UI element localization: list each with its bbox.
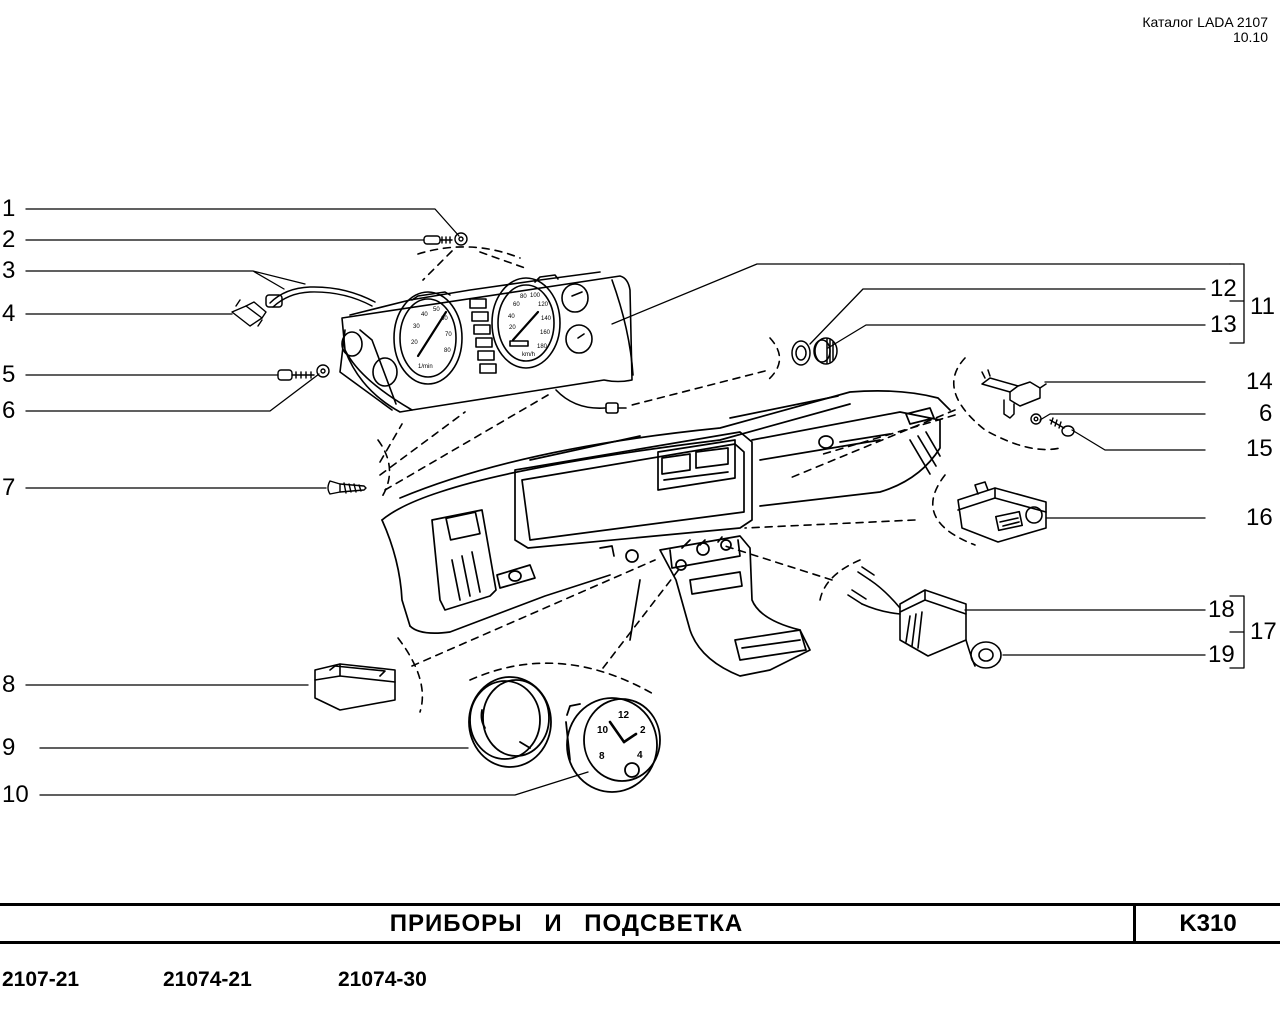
callout-8: 8 <box>2 671 16 698</box>
svg-text:180: 180 <box>537 344 548 350</box>
callout-13: 13 <box>1210 311 1237 338</box>
svg-text:80: 80 <box>444 348 451 354</box>
bulb-holder-part-4 <box>231 299 267 327</box>
callout-10: 10 <box>2 781 29 808</box>
callout-11: 11 <box>1250 293 1275 320</box>
callout-3: 3 <box>2 257 16 284</box>
callout-12: 12 <box>1210 275 1237 302</box>
leader-lines-left <box>25 208 589 796</box>
catalog-title: Каталог LADA 2107 <box>1142 14 1268 30</box>
svg-text:1/min: 1/min <box>418 364 433 370</box>
svg-text:60: 60 <box>513 302 520 308</box>
svg-text:120: 120 <box>538 302 549 308</box>
instrument-panel <box>381 390 951 677</box>
callout-6-right: 6 <box>1259 400 1273 427</box>
washer-part-6-right <box>1030 413 1042 425</box>
callout-18: 18 <box>1208 596 1235 623</box>
svg-text:km/h: km/h <box>522 352 535 358</box>
svg-text:70: 70 <box>445 332 452 338</box>
clock-part-10 <box>565 697 661 793</box>
svg-text:4: 4 <box>637 750 643 761</box>
assembly-arrows <box>377 246 1061 713</box>
screw-part-2 <box>423 235 453 245</box>
instrument-cluster-part-11 <box>339 271 634 414</box>
svg-text:100: 100 <box>530 293 541 299</box>
screw-part-5 <box>277 369 315 381</box>
clock-face-numbers: 12 2 4 8 10 <box>597 710 646 762</box>
callout-1: 1 <box>2 195 16 222</box>
svg-text:80: 80 <box>520 294 527 300</box>
knob-part-13 <box>813 337 838 365</box>
svg-text:20: 20 <box>411 340 418 346</box>
switch-part-16 <box>957 481 1047 543</box>
callout-4: 4 <box>2 300 16 327</box>
washer-part-1 <box>454 232 468 246</box>
screw-part-15 <box>1049 417 1075 437</box>
switch-part-14 <box>981 369 1047 419</box>
bushing-part-12 <box>791 340 811 366</box>
section-title: ПРИБОРЫ И ПОДСВЕТКА <box>389 910 744 937</box>
callout-6: 6 <box>2 397 16 424</box>
title-block: ПРИБОРЫ И ПОДСВЕТКА K310 <box>0 903 1280 944</box>
callout-15: 15 <box>1246 435 1273 462</box>
callout-9: 9 <box>2 734 16 761</box>
leader-lines-right <box>611 263 1245 669</box>
model-code-1: 2107-21 <box>2 968 80 991</box>
clock-bezel-part-9 <box>468 676 552 768</box>
callout-19: 19 <box>1208 641 1235 668</box>
cable-part-3 <box>265 286 376 308</box>
svg-text:50: 50 <box>433 307 440 313</box>
svg-text:8: 8 <box>599 751 605 762</box>
svg-text:40: 40 <box>508 314 515 320</box>
washer-part-6 <box>316 364 330 378</box>
callout-2: 2 <box>2 226 16 253</box>
svg-text:60: 60 <box>441 316 448 322</box>
callout-17: 17 <box>1250 618 1277 645</box>
model-code-3: 21074-30 <box>338 968 427 991</box>
model-code-2: 21074-21 <box>163 968 252 991</box>
catalog-revision: 10.10 <box>1232 29 1268 45</box>
svg-text:30: 30 <box>413 324 420 330</box>
callout-14: 14 <box>1246 368 1273 395</box>
svg-text:20: 20 <box>509 325 516 331</box>
callout-5: 5 <box>2 361 16 388</box>
svg-text:2: 2 <box>640 725 646 736</box>
screw-part-7 <box>327 480 367 495</box>
svg-text:140: 140 <box>541 316 552 322</box>
svg-text:12: 12 <box>618 710 630 721</box>
section-divider <box>1133 906 1136 941</box>
section-code: K310 <box>1179 910 1237 937</box>
callout-16: 16 <box>1246 504 1273 531</box>
callout-7: 7 <box>2 474 16 501</box>
cover-part-8 <box>314 663 396 711</box>
svg-text:10: 10 <box>597 725 609 736</box>
svg-text:160: 160 <box>540 330 551 336</box>
svg-text:40: 40 <box>421 312 428 318</box>
cigar-lighter-part-17 <box>847 566 1002 669</box>
